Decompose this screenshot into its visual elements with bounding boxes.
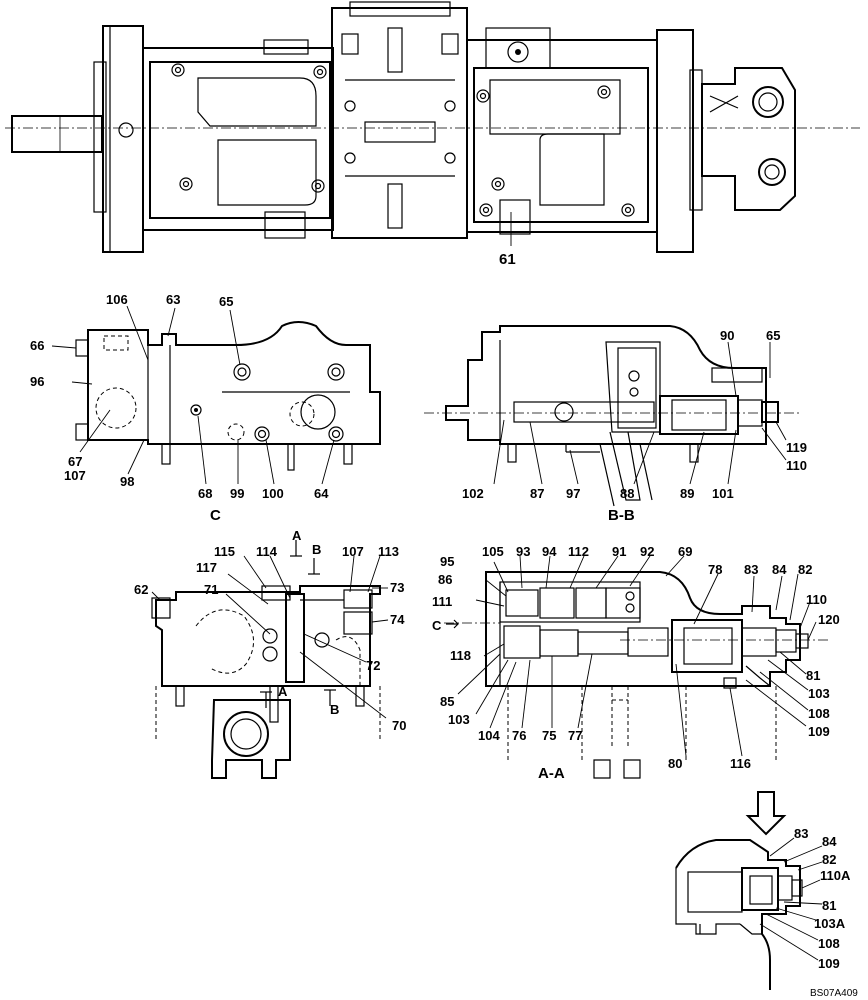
callout-69: 69: [678, 544, 692, 559]
callout-105: 105: [482, 544, 504, 559]
callout-78: 78: [708, 562, 722, 577]
callout-115: 115: [214, 544, 235, 559]
callout-82: 82: [798, 562, 812, 577]
marker-b-top: B: [312, 542, 321, 557]
callout-67: 67: [68, 454, 82, 469]
callout-120: 120: [818, 612, 840, 627]
callout-64: 64: [314, 486, 329, 501]
callout-76: 76: [512, 728, 526, 743]
callout-110-aa: 110: [806, 592, 827, 607]
view-left-section: [151, 540, 381, 779]
callout-116: 116: [730, 756, 751, 771]
callout-68: 68: [198, 486, 212, 501]
callout-61: 61: [499, 251, 516, 268]
detail-view: [675, 791, 803, 990]
view-aa-title: A-A: [538, 765, 565, 782]
callout-114: 114: [256, 544, 278, 559]
callout-90: 90: [720, 328, 734, 343]
marker-c: C: [432, 618, 442, 633]
view-bb-section: [424, 325, 800, 507]
callout-103-right: 103: [808, 686, 830, 701]
view-bb-leaders: [493, 341, 787, 485]
callout-104: 104: [478, 728, 500, 743]
callout-103-left: 103: [448, 712, 470, 727]
detail-leaders: [759, 837, 823, 961]
callout-73: 73: [390, 580, 404, 595]
detail-callout-109: 109: [818, 956, 840, 971]
callout-62: 62: [134, 582, 148, 597]
callout-70: 70: [392, 718, 406, 733]
callout-102: 102: [462, 486, 484, 501]
marker-a-top: A: [292, 528, 302, 543]
callout-63: 63: [166, 292, 180, 307]
callout-96: 96: [30, 374, 44, 389]
callout-88: 88: [620, 486, 634, 501]
marker-a-bottom: A: [278, 684, 288, 699]
callout-93: 93: [516, 544, 530, 559]
marker-b-bottom: B: [330, 702, 339, 717]
callout-112: 112: [568, 544, 589, 559]
callout-111: 111: [432, 594, 452, 609]
view-c-leaders: [51, 305, 335, 485]
callout-89: 89: [680, 486, 694, 501]
callout-75: 75: [542, 728, 556, 743]
callout-92: 92: [640, 544, 654, 559]
callout-66: 66: [30, 338, 44, 353]
callout-65: 65: [219, 294, 233, 309]
callout-84: 84: [772, 562, 787, 577]
callout-107-left: 107: [342, 544, 364, 559]
callout-72: 72: [366, 658, 380, 673]
callout-95: 95: [440, 554, 454, 569]
callout-106: 106: [106, 292, 128, 307]
document-code: BS07A409: [810, 988, 858, 999]
view-c-title: C: [210, 507, 221, 524]
callout-119: 119: [786, 440, 807, 455]
callout-100: 100: [262, 486, 284, 501]
callout-65-bb: 65: [766, 328, 780, 343]
callout-71: 71: [204, 582, 218, 597]
callout-74: 74: [390, 612, 405, 627]
view-aa-section: [444, 571, 830, 779]
view-bb-title: B-B: [608, 507, 635, 524]
callout-83: 83: [744, 562, 758, 577]
callout-91: 91: [612, 544, 626, 559]
callout-80: 80: [668, 756, 682, 771]
callout-86: 86: [438, 572, 452, 587]
detail-callout-82: 82: [822, 852, 836, 867]
detail-callout-103A: 103A: [814, 916, 846, 931]
callout-77: 77: [568, 728, 582, 743]
view-aa-leaders: [457, 555, 817, 757]
detail-callout-81: 81: [822, 898, 836, 913]
detail-callout-110A: 110A: [820, 868, 851, 883]
callout-107: 107: [64, 468, 86, 483]
callout-99: 99: [230, 486, 244, 501]
view-c-side-view: [75, 321, 381, 471]
callout-117: 117: [196, 560, 217, 575]
callout-108-aa: 108: [808, 706, 830, 721]
callout-85: 85: [440, 694, 454, 709]
callout-109-aa: 109: [808, 724, 830, 739]
callout-118: 118: [450, 648, 471, 663]
callout-98: 98: [120, 474, 134, 489]
top-view-pump-assembly: [5, 1, 860, 253]
callout-81-aa: 81: [806, 668, 820, 683]
callout-87: 87: [530, 486, 544, 501]
view-left-leaders: [151, 555, 389, 719]
callout-113: 113: [378, 544, 399, 559]
detail-callout-84: 84: [822, 834, 837, 849]
callout-94: 94: [542, 544, 557, 559]
callout-97: 97: [566, 486, 580, 501]
callout-110: 110: [786, 458, 807, 473]
detail-callout-108: 108: [818, 936, 840, 951]
callout-101: 101: [712, 486, 734, 501]
detail-callout-83: 83: [794, 826, 808, 841]
